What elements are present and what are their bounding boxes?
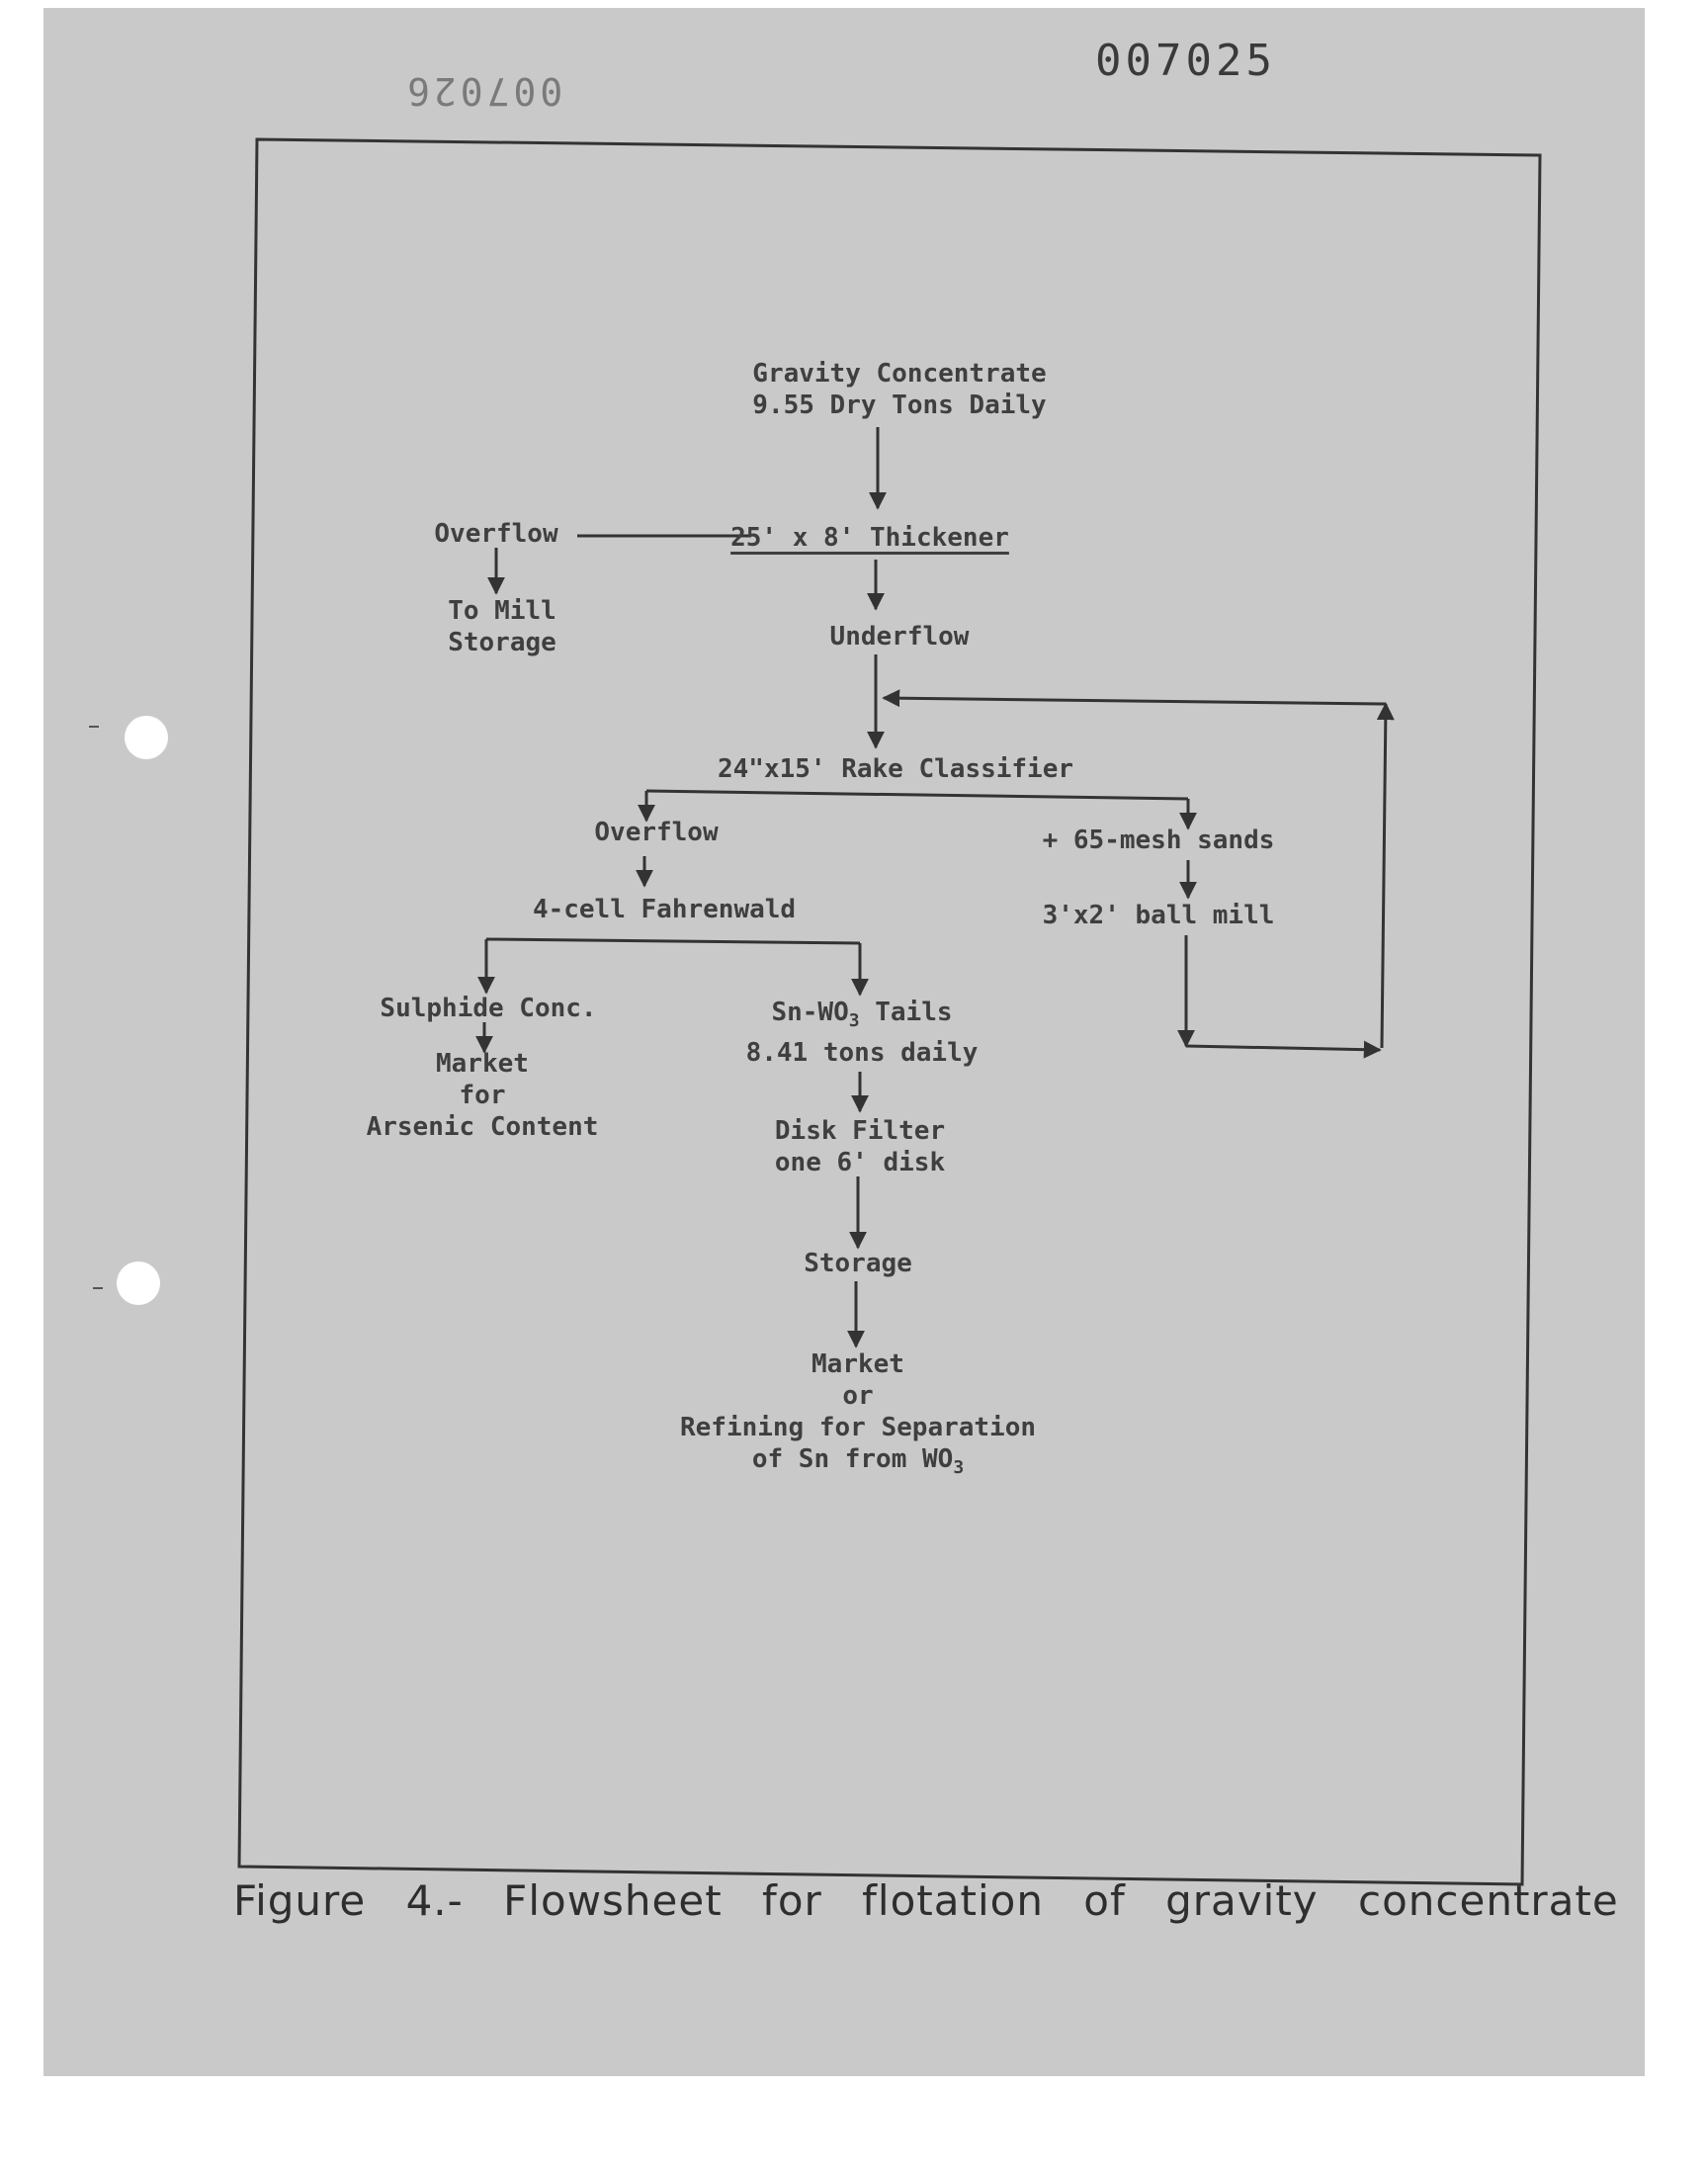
node-gravity-concentrate-line1: Gravity Concentrate: [752, 359, 1047, 389]
node-tails-line1-suffix: Tails: [859, 998, 953, 1027]
arrow-ballmill-right: [1185, 1040, 1382, 1059]
margin-mark-lower: [93, 1287, 103, 1289]
return-line-right: [1376, 702, 1395, 1049]
node-classifier-overflow: Overflow: [594, 818, 719, 847]
node-tails-line2: 8.41 tons daily: [745, 1038, 979, 1069]
node-disk-filter: Disk Filter one 6' disk: [775, 1115, 945, 1178]
margin-mark-upper: [89, 726, 99, 728]
punch-hole-upper: [125, 716, 168, 759]
node-market-final-line1: Market: [811, 1349, 904, 1379]
node-ball-mill: 3'x2' ball mill: [1042, 901, 1275, 930]
node-market-final-line4-sub: 3: [953, 1457, 965, 1479]
node-market-final-line2: or: [842, 1381, 874, 1411]
node-thickener-label: 25' x 8' Thickener: [730, 523, 1009, 553]
diagram-border: [237, 137, 1542, 1886]
node-fahrenwald: 4-cell Fahrenwald: [532, 895, 797, 924]
node-market-arsenic: Market for Arsenic Content: [367, 1048, 599, 1143]
node-market-final: Market or Refining for Separation of Sn …: [680, 1348, 1036, 1484]
node-to-mill-line2: Storage: [448, 628, 556, 657]
node-gravity-concentrate-line2: 9.55 Dry Tons Daily: [752, 391, 1047, 420]
node-disk-filter-line2: one 6' disk: [774, 1148, 946, 1177]
node-tails-line1-sub: 3: [848, 1010, 860, 1032]
node-gravity-concentrate: Gravity Concentrate 9.55 Dry Tons Daily: [752, 358, 1046, 421]
node-sn-wo3-tails: Sn-WO3 Tails 8.41 tons daily: [746, 997, 979, 1069]
node-to-mill-line1: To Mill: [448, 596, 556, 626]
node-market-arsenic-line1: Market: [436, 1049, 529, 1079]
node-disk-filter-line1: Disk Filter: [774, 1116, 946, 1146]
node-rake-classifier: 24"x15' Rake Classifier: [717, 754, 1074, 784]
node-underflow: Underflow: [829, 622, 970, 652]
node-storage: Storage: [804, 1249, 912, 1278]
node-thickener: 25' x 8' Thickener: [730, 522, 1009, 554]
node-sands: + 65-mesh sands: [1042, 826, 1275, 855]
node-sulphide-conc: Sulphide Conc.: [380, 994, 597, 1023]
node-tails-line1: Sn-WO3 Tails: [746, 997, 979, 1037]
return-line-top: [882, 689, 1387, 708]
classifier-split-bar: [645, 789, 1189, 801]
node-thickener-overflow: Overflow: [434, 519, 558, 549]
punch-hole-lower: [117, 1262, 160, 1305]
page-stamp-number: 007025: [1095, 36, 1276, 86]
node-market-final-line3: Refining for Separation: [679, 1413, 1037, 1442]
node-market-arsenic-line3: Arsenic Content: [366, 1112, 599, 1142]
node-to-mill-storage: To Mill Storage: [448, 595, 556, 658]
node-market-final-line4: of Sn from WO3: [680, 1443, 1036, 1484]
node-tails-line1-prefix: Sn-WO: [771, 998, 849, 1027]
node-market-arsenic-line2: for: [459, 1081, 506, 1110]
figure-caption: Figure 4.- Flowsheet for flotation of gr…: [233, 1876, 1619, 1925]
node-market-final-line4-prefix: of Sn from WO: [751, 1444, 954, 1474]
fahrenwald-split-bar: [485, 937, 861, 945]
